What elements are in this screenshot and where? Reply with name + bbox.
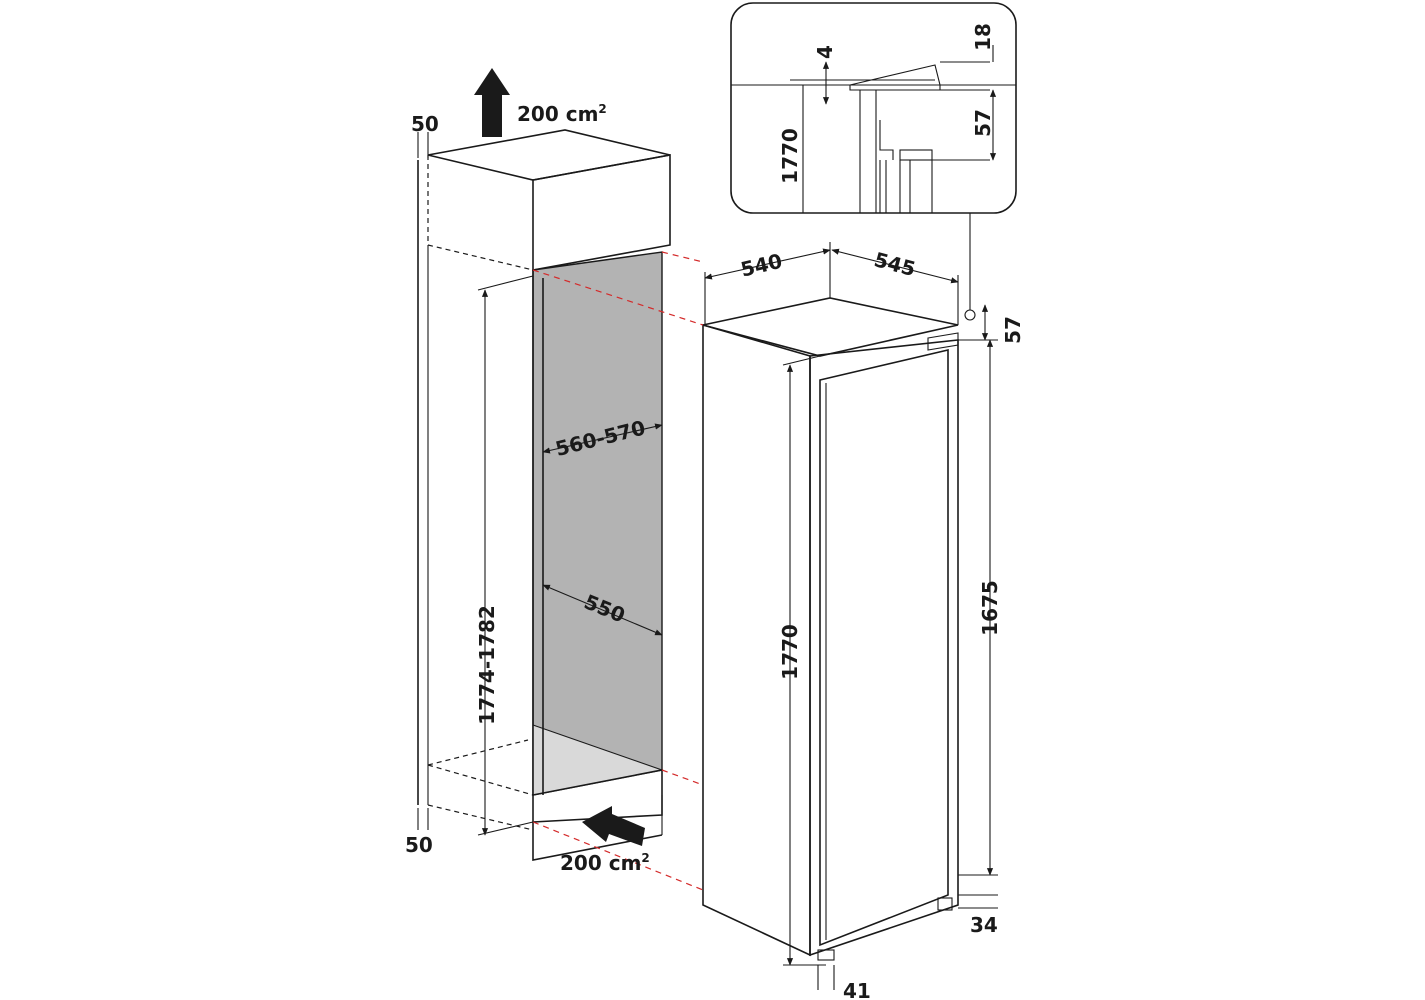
alignment-guides — [532, 251, 704, 891]
detail-top-label: 18 — [971, 23, 995, 51]
dimension-labels: 200 cm2 200 cm2 50 50 1774-1782 560-570 … — [405, 23, 1025, 1000]
niche-top-offset-label: 50 — [411, 112, 439, 136]
vent-bottom-label: 200 cm2 — [560, 851, 650, 875]
appliance-front — [809, 339, 959, 957]
appliance-door — [819, 348, 949, 947]
niche-height-label: 1774-1782 — [475, 605, 499, 725]
dimension-lines — [417, 45, 998, 990]
appliance-depth-label: 545 — [872, 247, 919, 281]
detail-gap-label: 4 — [813, 45, 837, 59]
niche-top-box-front — [532, 154, 671, 271]
appliance-top — [702, 297, 959, 357]
top-hinge — [927, 332, 959, 351]
door-height-label: 1675 — [978, 580, 1002, 636]
foot-rear — [817, 949, 835, 961]
niche-bottom-offset-label: 50 — [405, 833, 433, 857]
vent-in-arrow — [582, 806, 645, 846]
appliance-height-label: 1770 — [778, 624, 802, 680]
foot-front-label: 34 — [970, 913, 998, 937]
vent-arrows — [474, 68, 645, 846]
vent-top-label: 200 cm2 — [517, 102, 607, 126]
detail-frame — [730, 2, 1017, 214]
detail-height-label: 1770 — [778, 128, 802, 184]
appliance — [702, 297, 959, 961]
vent-up-arrow — [474, 68, 510, 137]
appliance-width-label: 540 — [738, 249, 784, 282]
niche-top-box-top — [427, 129, 671, 181]
niche-floor — [533, 725, 662, 795]
detail-offset-label: 57 — [971, 109, 995, 137]
niche-back-wall — [532, 251, 663, 796]
niche-cabinet — [417, 129, 671, 861]
foot-front — [937, 897, 953, 911]
detail-callout-circle — [964, 309, 976, 321]
foot-offset-label: 41 — [843, 979, 871, 1000]
detail-inset — [730, 2, 1017, 321]
appliance-top-gap-label: 57 — [1001, 316, 1025, 344]
